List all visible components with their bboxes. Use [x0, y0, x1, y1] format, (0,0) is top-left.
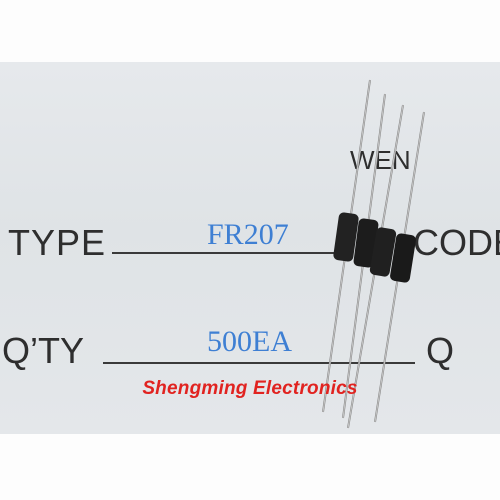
- type-underline: [112, 252, 340, 254]
- diode-1: [322, 79, 371, 413]
- type-label: TYPE: [8, 222, 107, 263]
- type-value: FR207: [207, 218, 289, 251]
- qty-value: 500EA: [207, 325, 292, 358]
- qty-underline: [103, 362, 415, 364]
- diode-3: [347, 104, 404, 429]
- diode-4: [374, 111, 425, 423]
- packaging-label-card: [0, 62, 500, 434]
- diode-2: [342, 93, 386, 419]
- q-label: Q: [426, 330, 455, 371]
- code-label: CODE: [413, 222, 500, 263]
- watermark-text: Shengming Electronics: [142, 378, 358, 399]
- qty-label: Q’TY: [2, 330, 85, 371]
